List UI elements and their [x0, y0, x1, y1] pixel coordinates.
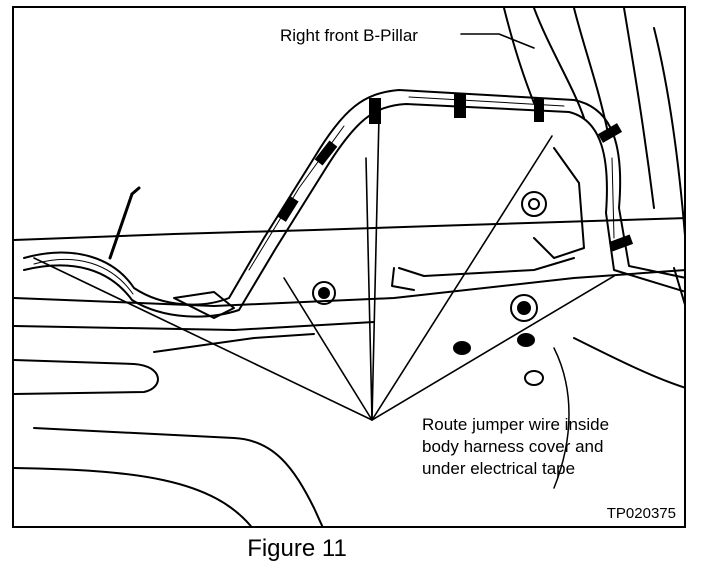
routing-callout: Route jumper wire inside body harness co…: [422, 414, 609, 480]
b-pillar-label: Right front B-Pillar: [280, 26, 418, 45]
b-pillar-harness-drawing: [14, 8, 684, 526]
callout-line-1: Route jumper wire inside: [422, 415, 610, 434]
callout-line-2: body harness cover and: [422, 437, 604, 456]
illustration-frame: Right front B-Pillar Route jumper wire i…: [12, 6, 686, 528]
figure-caption-wrap: Figure 11: [0, 535, 704, 563]
callout-line-3: under electrical tape: [422, 459, 576, 478]
figure-id: TP020375: [606, 505, 676, 522]
figure-caption: Figure 11: [247, 535, 347, 562]
